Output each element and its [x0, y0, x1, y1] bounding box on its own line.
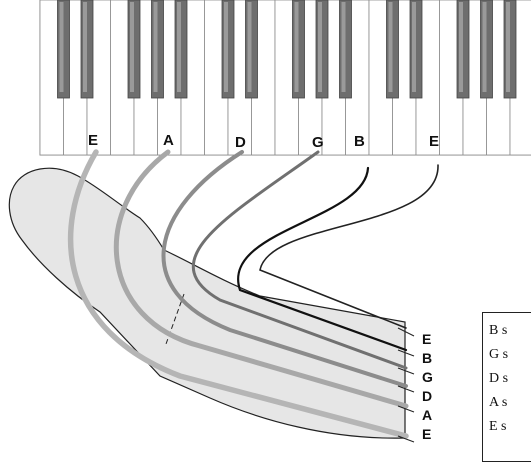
low-e-string	[67, 149, 409, 439]
legend-row-e: E s	[489, 419, 507, 434]
string-label-d: D	[422, 388, 432, 404]
key-label-e-low: E	[88, 132, 98, 149]
black-key-highlight	[482, 2, 487, 92]
black-key-highlight	[412, 2, 416, 92]
black-key-highlight	[59, 2, 64, 92]
headstock-string-labels: E B G D A E	[422, 331, 433, 442]
key-label-g: G	[312, 134, 324, 151]
string-tick-marks	[397, 327, 415, 443]
d-string	[161, 150, 408, 388]
black-key-highlight	[294, 2, 299, 92]
key-label-a: A	[163, 132, 174, 149]
black-key-highlight	[177, 2, 181, 92]
high-e-string	[259, 164, 439, 329]
string-label-a: A	[422, 407, 432, 423]
black-key-highlight	[318, 2, 322, 92]
string-label-e-low: E	[422, 426, 431, 442]
piano-keyboard	[39, 0, 531, 156]
string-label-b: B	[422, 350, 432, 366]
legend-row-a: A s	[489, 395, 508, 410]
string-label-g: G	[422, 369, 433, 385]
b-string	[237, 166, 408, 352]
legend-box: B s G s D s A s E s	[482, 312, 531, 462]
legend-row-g: G s	[489, 347, 509, 362]
black-keys	[57, 0, 517, 99]
key-label-b: B	[354, 133, 365, 150]
black-key-highlight	[130, 2, 134, 92]
key-label-e-high: E	[429, 133, 439, 150]
strings	[67, 149, 439, 439]
g-string	[192, 150, 408, 370]
key-label-d: D	[235, 134, 246, 151]
legend-row-d: D s	[489, 371, 509, 386]
black-key-highlight	[224, 2, 228, 92]
black-key-highlight	[247, 2, 252, 92]
key-labels: E A D G B E	[88, 132, 439, 151]
black-key-highlight	[506, 2, 510, 92]
legend-row-b: B s	[489, 323, 508, 338]
headstock-body	[8, 167, 406, 439]
black-key-highlight	[83, 2, 87, 92]
black-key-highlight	[459, 2, 463, 92]
black-key-highlight	[388, 2, 393, 92]
black-key-highlight	[341, 2, 346, 92]
black-key-highlight	[153, 2, 158, 92]
a-string	[113, 149, 409, 409]
string-label-e-high: E	[422, 331, 431, 347]
